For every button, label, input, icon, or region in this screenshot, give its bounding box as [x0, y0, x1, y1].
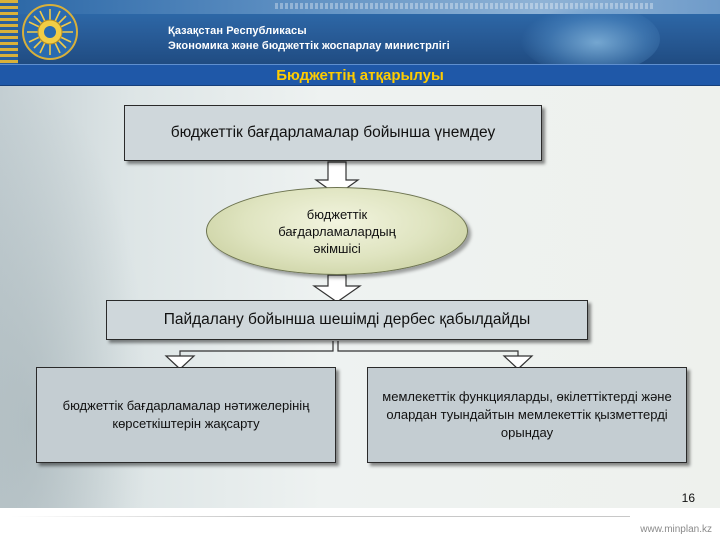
- page-number: 16: [681, 491, 695, 505]
- kazakhstan-emblem-icon: [22, 4, 78, 60]
- state-functions-box: мемлекеттік функцияларды, өкілеттіктерді…: [367, 367, 687, 463]
- split-connector: [179, 341, 334, 357]
- globe-decoration: [520, 4, 660, 64]
- header-republic-name: Қазақстан Республикасы: [168, 25, 307, 37]
- decision-box-label: Пайдалану бойынша шешімді дербес қабылда…: [163, 311, 531, 328]
- decision-box: Пайдалану бойынша шешімді дербес қабылда…: [106, 300, 588, 340]
- hollow-down-arrow-icon: [502, 355, 534, 370]
- administrator-label: бюджеттік бағдарламалардың әкімшісі: [278, 206, 396, 256]
- improve-indicators-box: бюджеттік бағдарламалар нәтижелерінің кө…: [36, 367, 336, 463]
- savings-box: бюджеттік бағдарламалар бойынша үнемдеу: [124, 105, 542, 161]
- administrator-ellipse: бюджеттік бағдарламалардың әкімшісі: [206, 187, 468, 275]
- footer-divider: [10, 516, 630, 517]
- header-strip-texture: [275, 3, 655, 9]
- hollow-down-arrow-icon: [312, 274, 362, 303]
- header-ministry-name: Экономика және бюджеттік жоспарлау минис…: [168, 40, 450, 52]
- improve-indicators-label: бюджеттік бағдарламалар нәтижелерінің кө…: [62, 398, 310, 431]
- savings-box-label: бюджеттік бағдарламалар бойынша үнемдеу: [170, 124, 496, 141]
- state-functions-label: мемлекеттік функцияларды, өкілеттіктерді…: [382, 389, 672, 440]
- slide-title: Бюджеттің атқарылуы: [276, 67, 444, 84]
- hollow-down-arrow-icon: [164, 355, 196, 370]
- footer-url: www.minplan.kz: [640, 524, 712, 535]
- header-top-strip: [0, 0, 720, 14]
- footer: www.minplan.kz: [0, 508, 720, 540]
- split-connector: [337, 341, 519, 357]
- ornament-strip: [0, 0, 18, 64]
- title-bar: Бюджеттің атқарылуы: [0, 64, 720, 86]
- header-banner: Қазақстан Республикасы Экономика және бю…: [0, 0, 720, 64]
